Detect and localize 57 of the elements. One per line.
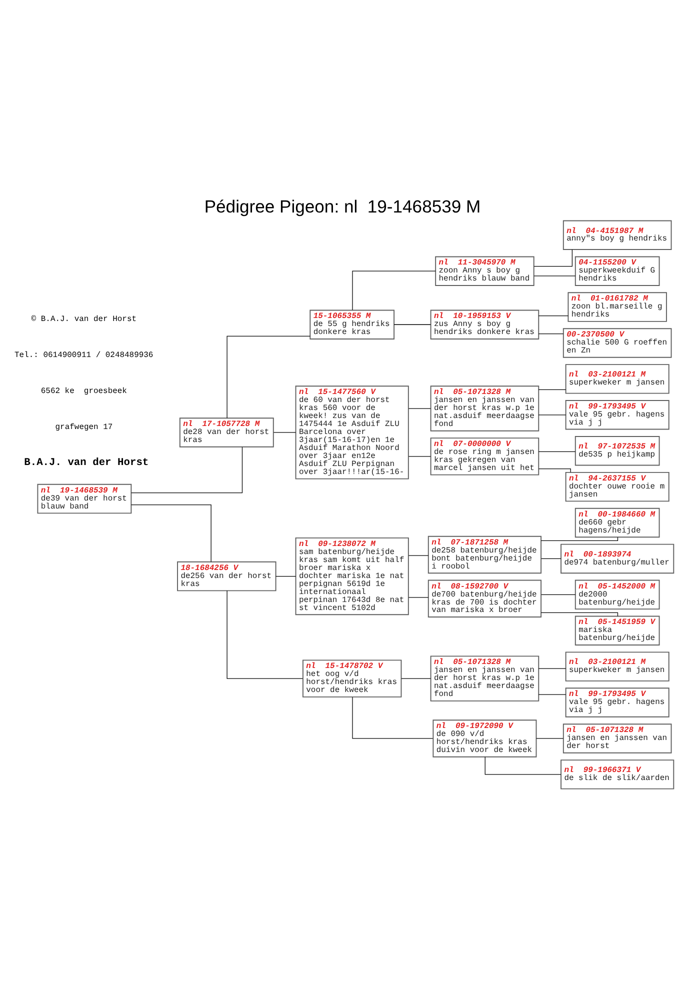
- node-box: nl 15-1478702 V het oog v/d horst/hendriks kras voor de kweek: [302, 659, 402, 697]
- connector: [226, 335, 310, 418]
- node-box: nl 00-1893974 de974 batenburg/muller: [560, 543, 674, 574]
- node-box: nl 05-1452000 M de2000 batenburg/heijde: [574, 579, 660, 610]
- connector: [226, 590, 303, 678]
- node-box: nl 03-2100121 M superkweker m jansen: [565, 364, 670, 394]
- connector: [538, 450, 576, 452]
- node-box: nl 04-4151987 M anny"s boy g hendriks: [562, 220, 672, 250]
- connector: [408, 554, 429, 556]
- connector: [534, 275, 576, 276]
- node-box: nl 07-0000000 V de rose ring m jansen kras gekregen van marcel jansen uit het: [430, 437, 540, 475]
- node-box: nl 99-1793495 V vale 95 gebr. hagens via j j: [565, 400, 670, 430]
- node-box: nl 05-1451959 V mariska batenburg/heijde: [574, 615, 660, 645]
- node-box: nl 05-1071328 M jansen en janssen van der horst kras w.p 1e nat.asduif meerdaagse fond: [430, 655, 540, 701]
- diagram-title: Pédigree Pigeon: nl 19-1468539 M: [204, 196, 481, 216]
- node-box: 15-1065355 M de 55 g hendriks donkere kras: [310, 309, 394, 339]
- label: grafwegen 17: [55, 422, 113, 432]
- node-box: nl 97-1072535 M de535 p heijkamp: [574, 436, 660, 466]
- connector: [538, 468, 571, 472]
- node-box: nl 99-1793495 V vale 95 gebr. hagens via j j: [565, 687, 670, 717]
- label: B.A.J. van der Horst: [24, 456, 149, 468]
- node-box: nl 17-1057728 M de28 van der horst kras: [179, 417, 274, 447]
- connector: [130, 504, 212, 562]
- node-box: nl 07-1871258 M de258 batenburg/heijde bont batenburg/heijde i roobol: [428, 535, 542, 574]
- node-box: nl 05-1071328 M jansen en janssen van der horst: [562, 723, 672, 753]
- node-box: nl 01-0161782 M zoon bl.marseille g hendriks: [568, 292, 667, 322]
- connector: [408, 596, 429, 598]
- node-box: nl 15-1477560 V de 60 van der horst kras 560 voor de kweek! zus van de 1475444 1e Asduif ZLU Barcelona over 3jaar(15-16-17)en 1e Asduif Marathon Noord over 3jaar en12e Asduif ZLU Perpignan over 3jaar!!!ar(15-16-: [295, 385, 409, 479]
- connector: [538, 315, 568, 316]
- node-box: 00-2370500 V schalie 500 G roeffen en Zn: [562, 328, 672, 358]
- node-box: 18-1684256 V de256 van der horst kras: [177, 560, 276, 591]
- connector: [541, 558, 562, 559]
- label: 6562 ke groesbeek: [40, 386, 127, 396]
- connector: [534, 248, 573, 266]
- connector: [538, 388, 566, 390]
- node-box: nl 09-1972090 V de 090 v/d horst/hendriks kras duivin voor de kweek: [432, 719, 537, 757]
- connector: [352, 696, 434, 738]
- node-box: nl 05-1071328 M jansen en janssen van der horst kras w.p 1e nat.asduif meerdaagse fond: [430, 385, 540, 431]
- connector: [131, 446, 243, 493]
- connector: [484, 756, 562, 774]
- connector: [276, 575, 296, 576]
- node-box: nl 00-1984660 M de660 gebr hagens/heijde: [574, 507, 660, 538]
- node-box: 04-1155200 V superkweekduif G hendriks: [574, 256, 660, 286]
- node-box: nl 19-1468539 M de39 van der horst blauw band: [37, 483, 132, 514]
- connector: [538, 414, 566, 415]
- connector: [352, 270, 436, 310]
- node-box: nl 99-1966371 V de slik de slik/aarden: [560, 759, 674, 789]
- node-box: nl 08-1592700 V de700 batenburg/heijde kras de 700 is dochter van mariska x broer: [428, 579, 542, 618]
- node-box: nl 03-2100121 M superkweker m jansen: [565, 651, 670, 681]
- node-box: nl 11-3045970 M zoon Anny s boy g hendriks blauw band: [435, 256, 534, 286]
- node-box: nl 09-1238072 M sam batenburg/heijde kras sam komt uit half broer mariska x dochter mariska 1e nat perpignan 5619d 1e internationaal perpinan 17643d 8e nat st vincent 5102d: [295, 536, 409, 615]
- connector: [538, 333, 564, 334]
- label: © B.A.J. van der Horst: [31, 314, 137, 324]
- node-box: nl 94-2637155 V dochter ouwe rooie m jansen: [565, 471, 670, 502]
- label: Tel.: 0614900911 / 0248489936: [14, 350, 154, 360]
- node-box: nl 10-1959153 V zus Anny s boy g hendriks donkere kras: [430, 309, 540, 339]
- connector: [540, 612, 618, 616]
